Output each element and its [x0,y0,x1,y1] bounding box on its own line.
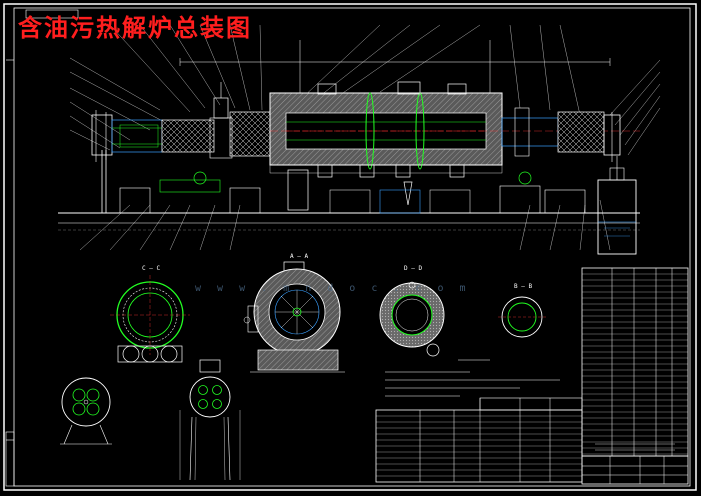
section-label-b: B — B [514,283,533,290]
sheet-border [3,3,697,491]
drawing-title: 含油污热解炉总装图 [18,13,252,42]
parts-list-table [581,267,689,457]
section-view-d [379,281,445,357]
leader-lines-bottom [79,199,611,251]
left-margin-tag [5,431,15,487]
technical-notes [385,371,560,397]
side-view-burner [60,377,112,445]
section-view-c [110,275,190,363]
section-label-a: A — A [290,253,309,260]
section-label-d: D — D [404,265,423,272]
section-view-a [243,261,345,373]
section-view-b [498,296,546,338]
title-block [581,443,689,485]
top-left-tag [25,9,79,19]
inner-frame [13,7,691,487]
section-label-c: C — C [142,265,161,272]
watermark-text: w w w . m n d o c . c o m [195,283,471,294]
main-elevation [58,24,661,255]
side-view-collector [179,359,241,481]
